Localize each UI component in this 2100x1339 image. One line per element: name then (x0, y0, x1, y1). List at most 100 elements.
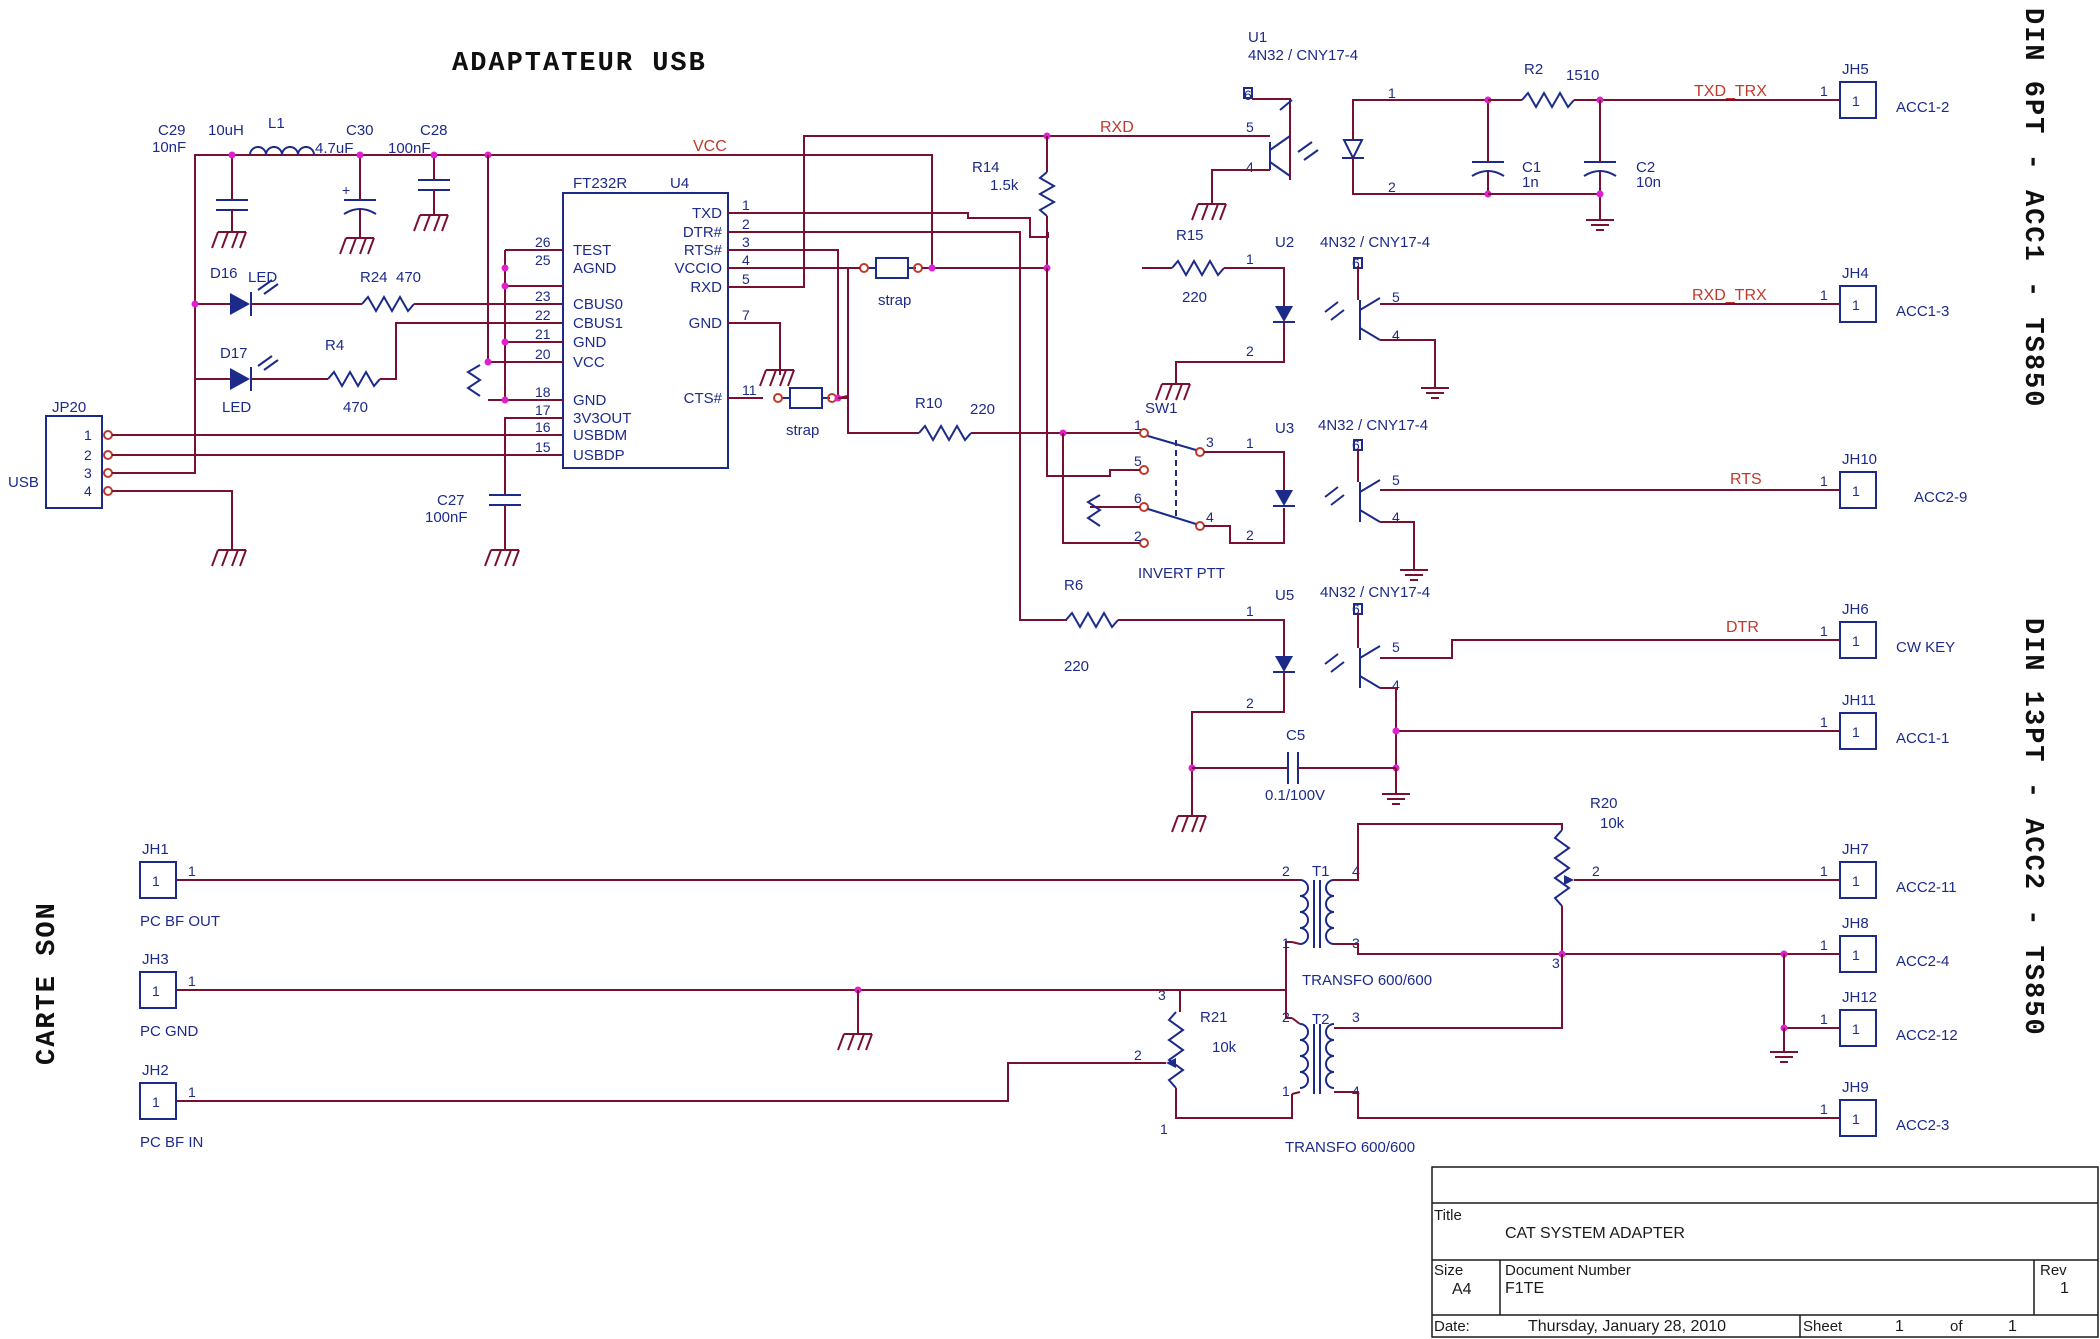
u5-part: 4N32 / CNY17-4 (1320, 584, 1430, 601)
strap-2-label: strap (786, 422, 819, 439)
connector-label: PC GND (140, 1023, 199, 1040)
sheet-label: Sheet (1803, 1318, 1843, 1335)
connector-layer: 11JH5ACC1-211JH4ACC1-311JH10ACC2-911JH6C… (139, 61, 1967, 1151)
d16-value: LED (248, 269, 277, 286)
connector-label: ACC2-12 (1896, 1027, 1958, 1044)
capacitor-c5: C5 0.1/100V (1192, 727, 1396, 804)
ft232-pin-number: 18 (535, 384, 551, 400)
u4-ref: U4 (670, 175, 689, 192)
svg-text:1: 1 (1820, 714, 1828, 730)
capacitor-c28: C28 100nF (388, 122, 450, 232)
svg-text:5: 5 (1392, 289, 1400, 305)
r6-value: 220 (1064, 658, 1089, 675)
svg-text:4: 4 (1392, 327, 1400, 343)
ft232-pin-name: DTR# (683, 224, 723, 241)
title-din-6pt: DIN 6PT - ACC1 - TS850 (2017, 8, 2047, 408)
c5-ref: C5 (1286, 727, 1305, 744)
net-dtr: DTR (1726, 619, 1759, 636)
title-label: Title (1434, 1207, 1462, 1224)
svg-text:1: 1 (1852, 873, 1860, 889)
c29-value: 10nF (152, 139, 186, 156)
resistor-r4: R4 470 (325, 337, 381, 416)
svg-text:1: 1 (1852, 633, 1860, 649)
c27-ref: C27 (437, 492, 465, 509)
size-label: Size (1434, 1262, 1463, 1279)
r20-value: 10k (1600, 815, 1625, 832)
d16-ref: D16 (210, 265, 238, 282)
capacitor-c1: C1 1n (1471, 100, 1541, 194)
svg-text:1: 1 (1820, 623, 1828, 639)
t1-value: TRANSFO 600/600 (1302, 972, 1432, 989)
ft232-pin-name: VCC (573, 354, 605, 371)
svg-text:1: 1 (1852, 297, 1860, 313)
ft232-pin-name: 3V3OUT (573, 410, 631, 427)
capacitor-c29: C29 10nF (152, 122, 248, 249)
r15-ref: R15 (1176, 227, 1204, 244)
connector-ref: JH7 (1842, 841, 1869, 858)
svg-text:2: 2 (1246, 343, 1254, 359)
ft232-pin-name: GND (573, 392, 607, 409)
svg-text:5: 5 (1392, 472, 1400, 488)
ft232-pin-name: GND (573, 334, 607, 351)
svg-text:3: 3 (1552, 955, 1560, 971)
optocoupler-u5: U5 4N32 / CNY17-4 6 12 54 (1246, 584, 1430, 711)
svg-text:1: 1 (1820, 287, 1828, 303)
connector-ref: JH8 (1842, 915, 1869, 932)
connector-ref: JH6 (1842, 601, 1869, 618)
ft232-pin-number: 17 (535, 402, 551, 418)
svg-text:1: 1 (152, 1094, 160, 1110)
t2-value: TRANSFO 600/600 (1285, 1139, 1415, 1156)
u4-part: FT232R (573, 175, 627, 192)
r14-value: 1.5k (990, 177, 1019, 194)
ft232-pin-name: CBUS0 (573, 296, 623, 313)
svg-text:5: 5 (1392, 639, 1400, 655)
u1-ref: U1 (1248, 29, 1267, 46)
led-d17: D17 LED (220, 345, 279, 416)
docnum-label: Document Number (1505, 1262, 1631, 1279)
svg-text:4: 4 (1392, 677, 1400, 693)
svg-text:1: 1 (1852, 483, 1860, 499)
inductor-l1: 10uH L1 (208, 115, 315, 156)
sw1-value: INVERT PTT (1138, 565, 1225, 582)
svg-text:3: 3 (1352, 1009, 1360, 1025)
connector-ref: JH9 (1842, 1079, 1869, 1096)
title-value: CAT SYSTEM ADAPTER (1505, 1225, 1685, 1242)
u1-part: 4N32 / CNY17-4 (1248, 47, 1358, 64)
u3-part: 4N32 / CNY17-4 (1318, 417, 1428, 434)
svg-text:1: 1 (1134, 417, 1142, 433)
r10-ref: R10 (915, 395, 943, 412)
strap-jumper-1: strap (859, 257, 923, 309)
svg-text:6: 6 (1352, 601, 1360, 617)
svg-text:5: 5 (1246, 119, 1254, 135)
docnum-value: F1TE (1505, 1280, 1544, 1297)
c1-value: 1n (1522, 174, 1539, 191)
svg-text:6: 6 (1134, 490, 1142, 506)
l1-value: 10uH (208, 122, 244, 139)
strap-jumper-2: strap (773, 387, 837, 439)
c28-value: 100nF (388, 140, 431, 157)
ft232-pin-name: VCCIO (674, 260, 722, 277)
title-din-13pt: DIN 13PT - ACC2 - TS850 (2017, 618, 2047, 1037)
connector-ref: JH2 (142, 1062, 169, 1079)
r10-value: 220 (970, 401, 995, 418)
net-txd-trx: TXD_TRX (1694, 83, 1767, 100)
c28-ref: C28 (420, 122, 448, 139)
date-label: Date: (1434, 1318, 1470, 1335)
svg-text:4: 4 (1392, 509, 1400, 525)
connector-ref: JH10 (1842, 451, 1877, 468)
svg-text:1: 1 (84, 427, 92, 443)
c1-ref: C1 (1522, 159, 1541, 176)
connector-label: ACC2-3 (1896, 1117, 1949, 1134)
rev-label: Rev (2040, 1262, 2067, 1279)
connector-label: ACC2-11 (1896, 879, 1957, 896)
ft232-pin-number: 2 (742, 216, 750, 232)
u2-part: 4N32 / CNY17-4 (1320, 234, 1430, 251)
svg-text:6: 6 (1352, 437, 1360, 453)
svg-text:1: 1 (1852, 724, 1860, 740)
resistor-r15: R15 220 (1171, 227, 1225, 306)
date-value: Thursday, January 28, 2010 (1528, 1318, 1726, 1335)
